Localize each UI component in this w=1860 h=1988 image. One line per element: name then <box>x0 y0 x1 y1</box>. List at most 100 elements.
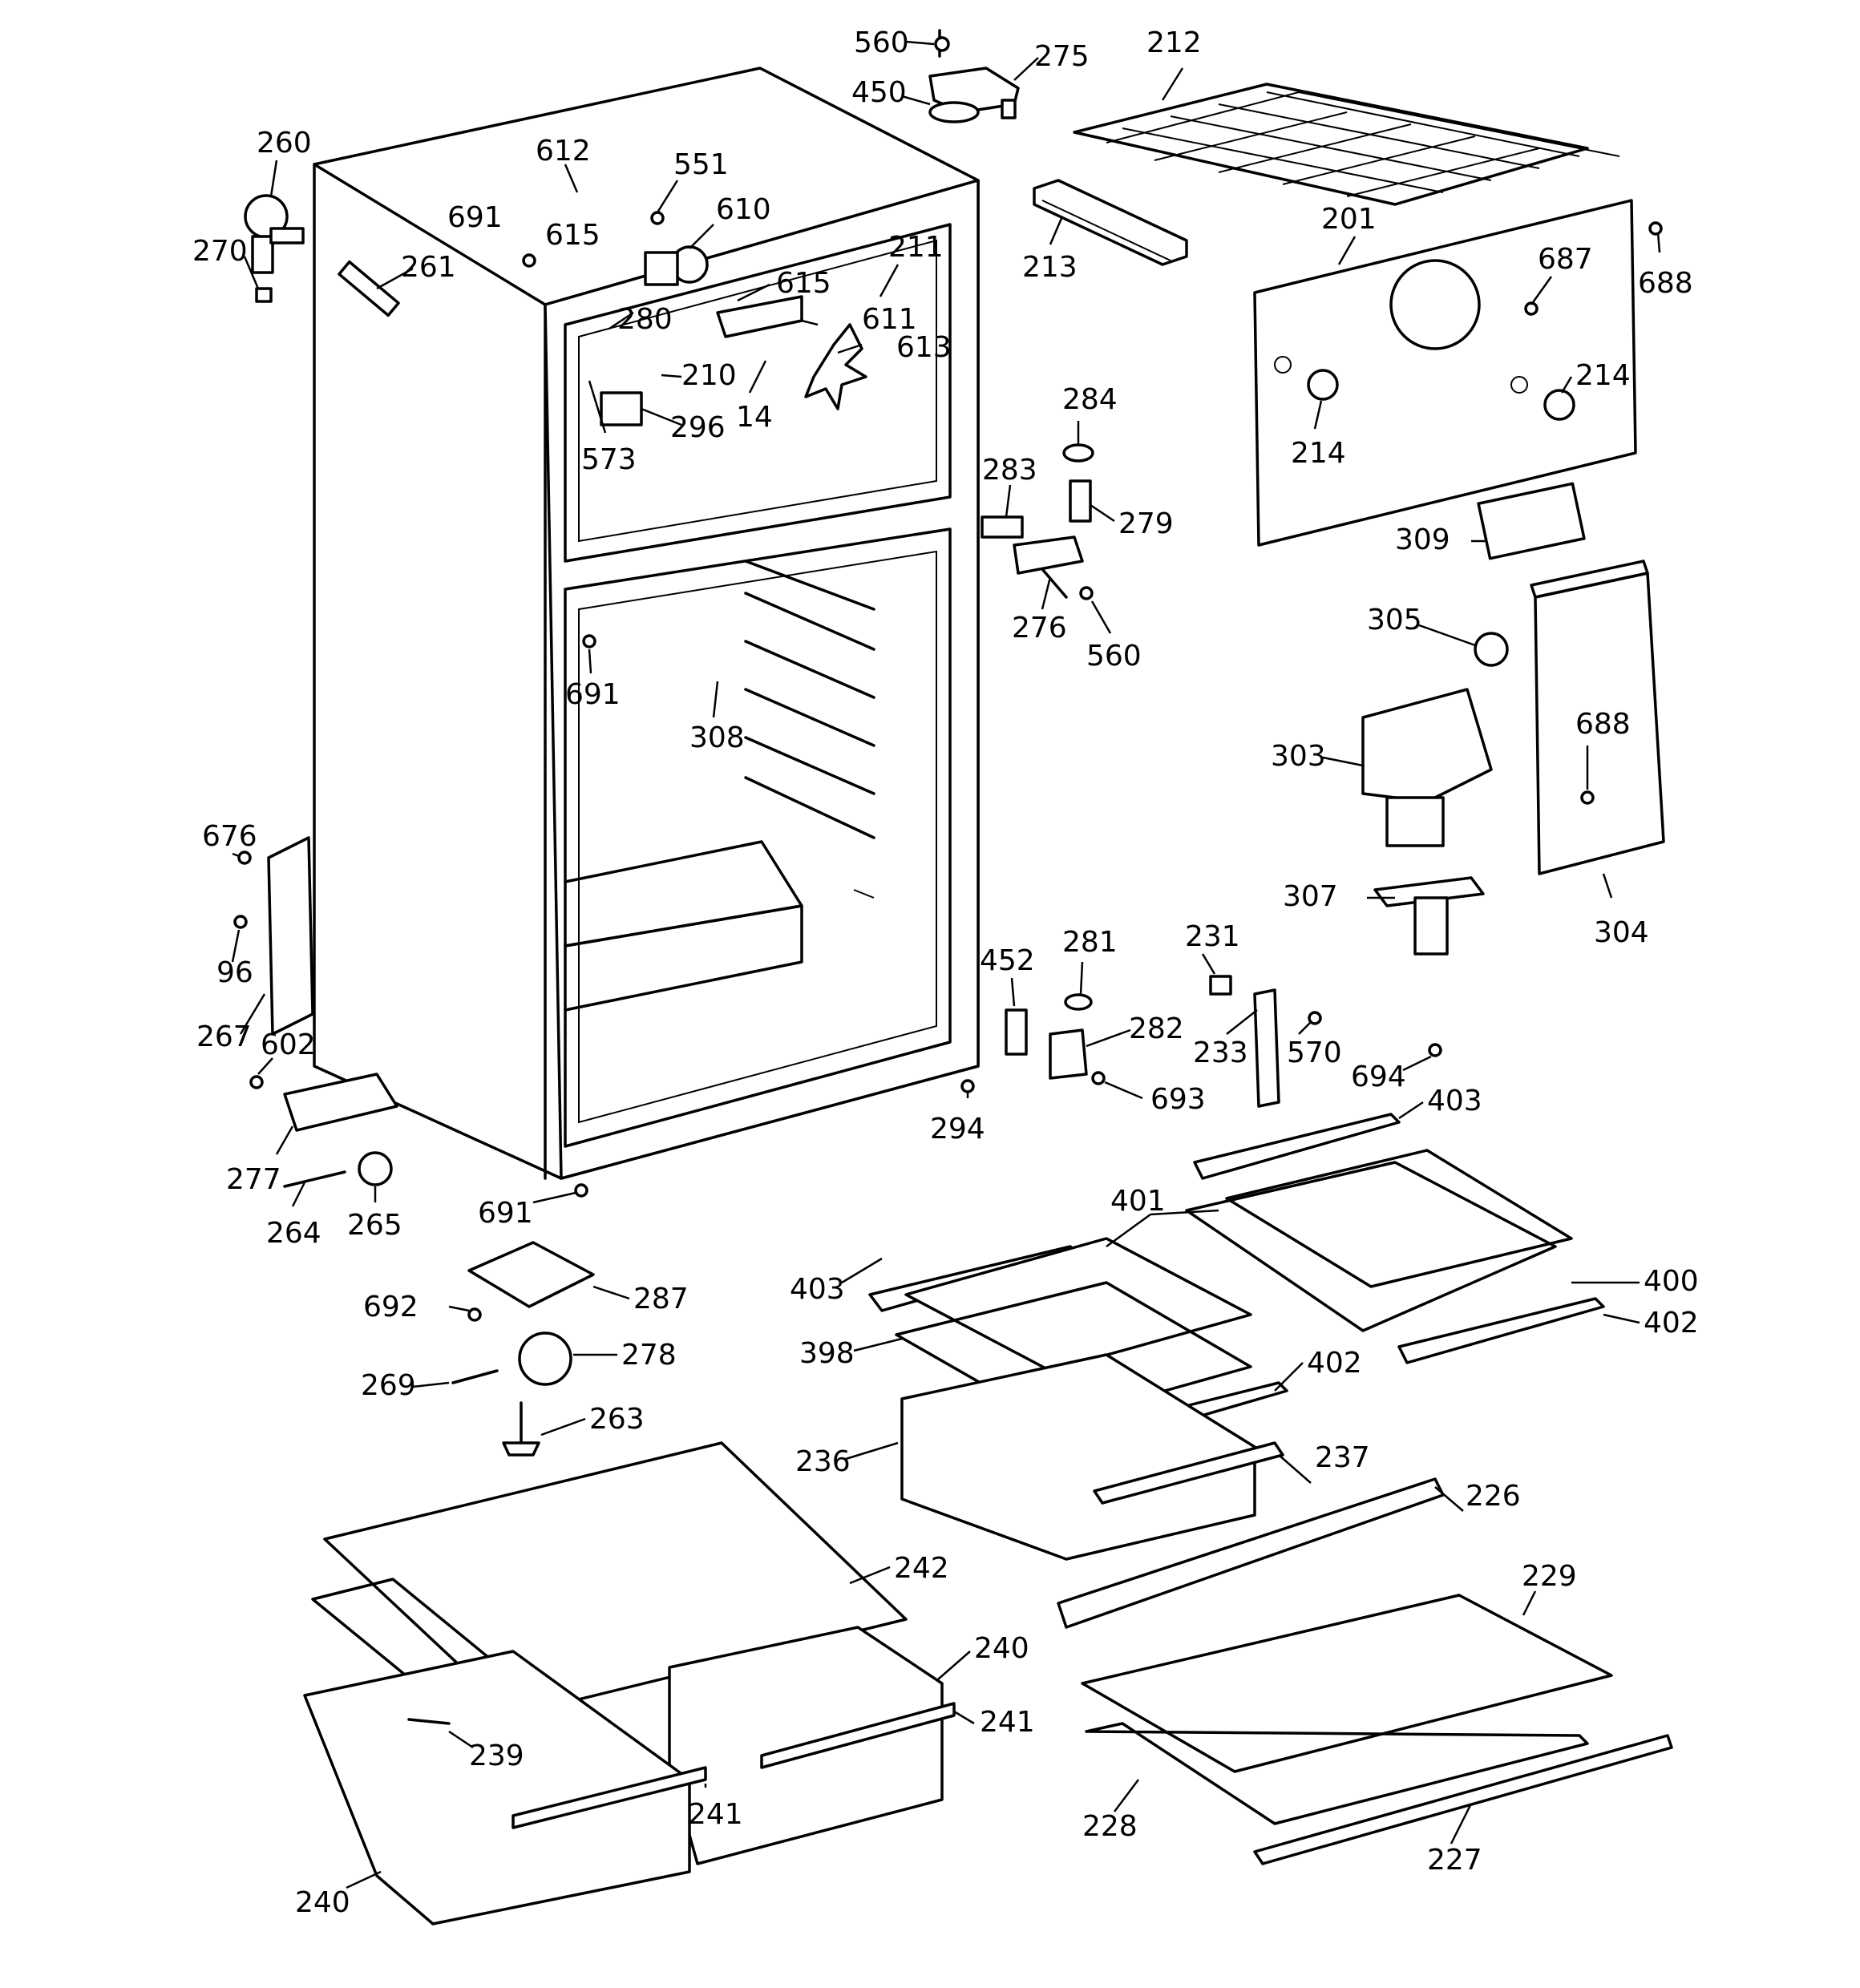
callout-398: 398 <box>799 1337 855 1370</box>
callout-402: 402 <box>1644 1307 1699 1339</box>
callout-275: 275 <box>1034 40 1090 73</box>
callout-241: 241 <box>980 1706 1035 1739</box>
callout-403: 403 <box>790 1273 845 1306</box>
callout-402: 402 <box>1307 1347 1362 1380</box>
hinge-277 <box>283 1073 398 1132</box>
callout-691: 691 <box>447 201 503 234</box>
callout-240: 240 <box>295 1886 350 1919</box>
callout-304: 304 <box>1594 916 1649 949</box>
callout-694: 694 <box>1351 1061 1406 1093</box>
callout-692: 692 <box>363 1291 418 1323</box>
damper-control-304 <box>1530 560 1665 875</box>
callout-309: 309 <box>1395 523 1450 556</box>
ice-tray <box>1033 179 1188 266</box>
callout-676: 676 <box>202 820 257 853</box>
callout-201: 201 <box>1321 203 1377 236</box>
callout-287: 287 <box>633 1283 689 1315</box>
shelf-rails <box>744 560 875 839</box>
callout-403: 403 <box>1427 1085 1482 1117</box>
screws <box>233 36 1663 1322</box>
callout-282: 282 <box>1129 1012 1184 1045</box>
callout-260: 260 <box>257 127 312 160</box>
callout-281: 281 <box>1062 926 1118 959</box>
handle-241-right <box>760 1702 956 1769</box>
tube-261 <box>338 260 400 317</box>
callout-241: 241 <box>688 1798 743 1831</box>
callout-labels: 560 275 450 212 260 612 551 691 615 610 … <box>192 26 1699 1919</box>
bracket-287 <box>467 1241 595 1308</box>
callout-691: 691 <box>478 1197 533 1230</box>
bracket-296 <box>600 391 643 426</box>
light-housing-307 <box>1373 876 1485 956</box>
glass-shelf-398 <box>904 1237 1252 1372</box>
hinge-cover-267 <box>267 836 314 1036</box>
trim-403-b <box>1193 1113 1401 1180</box>
clip-231 <box>1209 975 1232 996</box>
frame-401 <box>1185 1161 1557 1332</box>
glass-shelf-229 <box>1081 1594 1613 1773</box>
rod-264 <box>283 1170 346 1188</box>
callout-691: 691 <box>565 678 621 711</box>
crisper-240-left <box>303 1650 691 1925</box>
callout-452: 452 <box>980 944 1035 977</box>
cover-309 <box>1477 482 1586 560</box>
roller-265 <box>358 1151 393 1186</box>
trim-402-a <box>1397 1297 1605 1364</box>
callout-303: 303 <box>1271 740 1326 773</box>
callout-276: 276 <box>1012 612 1067 644</box>
callout-233: 233 <box>1193 1036 1248 1069</box>
callout-611: 611 <box>862 303 917 336</box>
drawer-236 <box>900 1353 1256 1561</box>
washer-284 <box>1062 443 1094 463</box>
hinge-282 <box>1049 1028 1088 1080</box>
callout-570: 570 <box>1287 1036 1342 1069</box>
callout-261: 261 <box>401 251 456 284</box>
callout-212: 212 <box>1146 26 1202 59</box>
callout-240: 240 <box>974 1632 1029 1665</box>
frame-228 <box>1085 1722 1589 1825</box>
callout-400: 400 <box>1644 1265 1699 1298</box>
callout-615: 615 <box>776 267 831 300</box>
callout-573: 573 <box>581 443 637 476</box>
pin-269 <box>451 1369 499 1384</box>
callout-226: 226 <box>1466 1480 1521 1513</box>
callout-612: 612 <box>536 135 591 168</box>
handle-241-left <box>512 1766 707 1829</box>
bracket-283 <box>981 515 1024 539</box>
callout-307: 307 <box>1283 880 1338 913</box>
callout-210: 210 <box>681 359 737 392</box>
refrigerator-cabinet <box>313 67 980 1180</box>
glass-shelf-400 <box>1225 1149 1573 1288</box>
callout-283: 283 <box>982 454 1037 487</box>
hinge-top <box>928 29 1020 123</box>
hinge-276 <box>1013 535 1084 599</box>
trim-237 <box>1093 1441 1284 1505</box>
callout-14: 14 <box>736 401 773 434</box>
bracket-233 <box>1253 988 1280 1108</box>
callout-213: 213 <box>1022 251 1078 284</box>
callout-228: 228 <box>1082 1810 1138 1843</box>
callout-613: 613 <box>896 331 952 364</box>
callout-284: 284 <box>1062 383 1118 416</box>
washer-281 <box>1064 993 1093 1011</box>
callout-687: 687 <box>1538 243 1593 276</box>
callout-450: 450 <box>851 76 907 109</box>
callout-211: 211 <box>888 231 944 264</box>
callout-270: 270 <box>192 235 248 268</box>
rail-239 <box>407 1718 451 1725</box>
callout-242: 242 <box>894 1552 949 1585</box>
callout-214: 214 <box>1291 437 1346 470</box>
callout-610: 610 <box>716 193 771 226</box>
callout-615: 615 <box>545 219 600 252</box>
callout-264: 264 <box>266 1217 321 1250</box>
control-housing-303 <box>1361 688 1493 847</box>
callout-267: 267 <box>196 1020 252 1053</box>
spacer-452 <box>1005 1008 1028 1056</box>
callout-279: 279 <box>1118 507 1174 540</box>
freezer-rear-panel <box>1253 199 1637 547</box>
callout-688: 688 <box>1638 267 1693 300</box>
callout-305: 305 <box>1367 604 1422 636</box>
callout-401: 401 <box>1110 1185 1166 1218</box>
